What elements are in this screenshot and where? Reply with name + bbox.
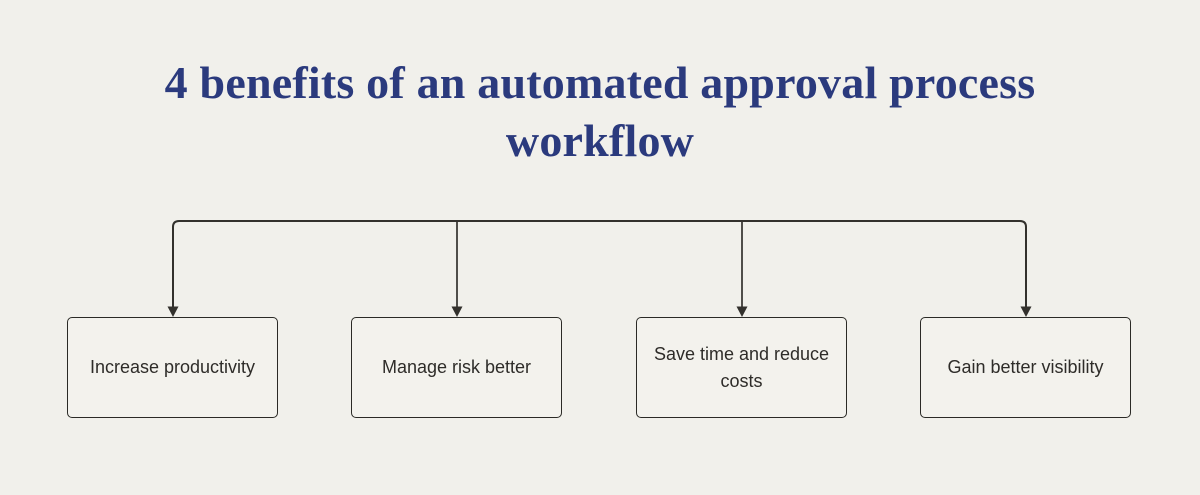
- benefit-box-manage-risk: Manage risk better: [351, 317, 562, 418]
- connector-rail: [172, 220, 1027, 308]
- benefit-label: Manage risk better: [381, 357, 532, 377]
- benefit-box-save-time: Save time and reduce costs: [636, 317, 847, 418]
- arrowhead-icon: [451, 306, 463, 317]
- benefit-box-gain-visibility: Gain better visibility: [920, 317, 1131, 418]
- arrowhead-icon: [1020, 306, 1032, 317]
- benefit-box-increase-productivity: Increase productivity: [67, 317, 278, 418]
- arrowhead-icon: [167, 306, 179, 317]
- arrowhead-icon: [736, 306, 748, 317]
- benefit-label: Save time and reduce costs: [653, 343, 830, 391]
- benefit-label: Increase productivity: [89, 357, 256, 377]
- benefit-label: Gain better visibility: [947, 357, 1104, 377]
- diagram-title: 4 benefits of an automated approval proc…: [164, 57, 1036, 166]
